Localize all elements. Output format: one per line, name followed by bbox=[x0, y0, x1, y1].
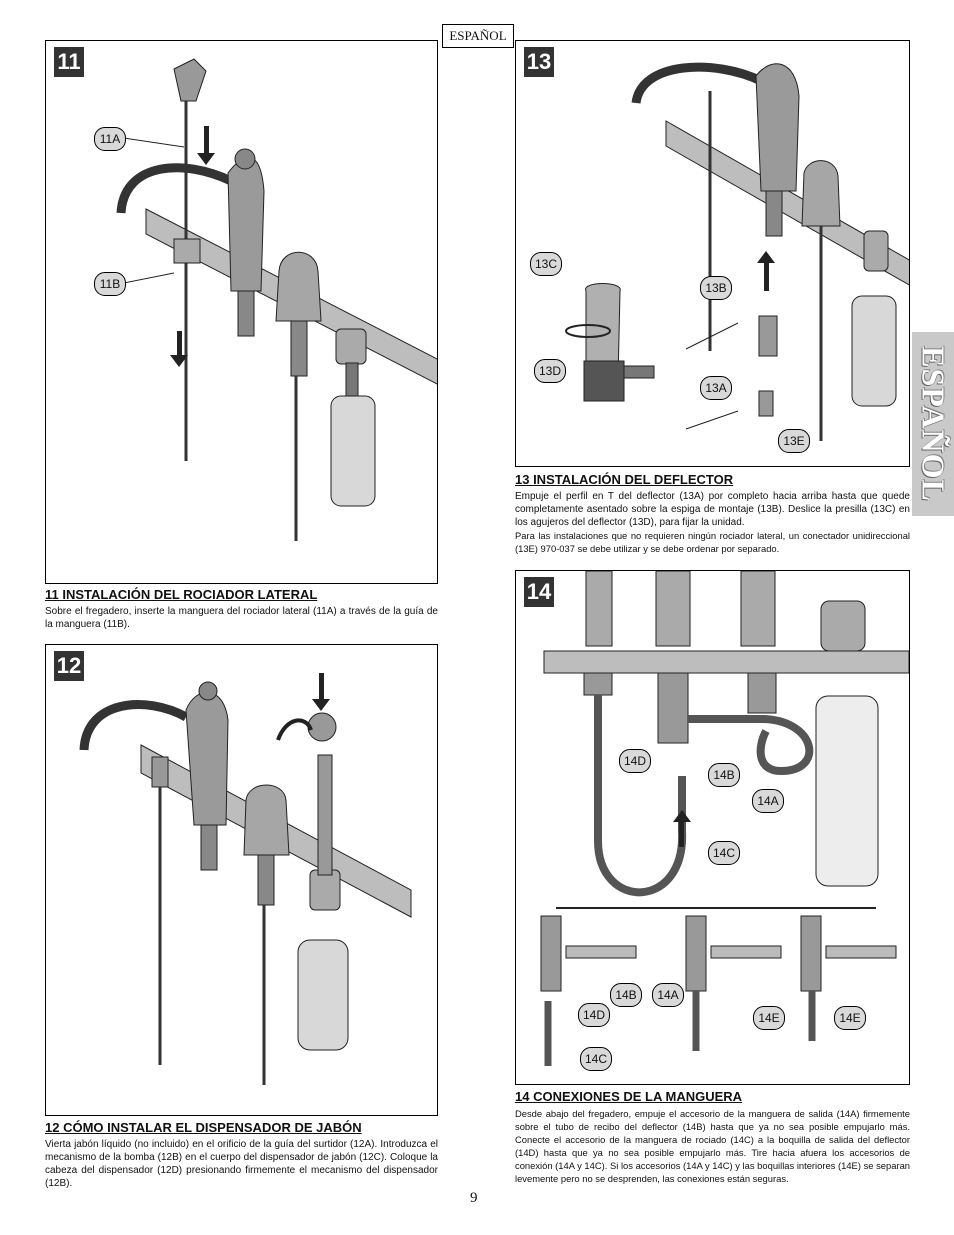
section-12-title: 12 CÓMO INSTALAR EL DISPENSADOR DE JABÓN bbox=[45, 1120, 362, 1135]
soap-dispenser-illustration bbox=[79, 673, 412, 1085]
language-box: ESPAÑOL bbox=[442, 24, 514, 48]
callout-13c: 13C bbox=[530, 252, 562, 276]
callout-14b-detail: 14B bbox=[610, 983, 642, 1007]
section-11-title: 11 INSTALACIÓN DEL ROCIADOR LATERAL bbox=[45, 587, 318, 602]
section-14-title: 14 CONEXIONES DE LA MANGUERA bbox=[515, 1089, 743, 1104]
section-12-body: Vierta jabón líquido (no incluido) en el… bbox=[45, 1139, 438, 1189]
section-12-text: 12 CÓMO INSTALAR EL DISPENSADOR DE JABÓN… bbox=[45, 1120, 438, 1190]
figure-panel-11: 11 11A 11B bbox=[45, 40, 438, 584]
section-11-text: 11 INSTALACIÓN DEL ROCIADOR LATERAL Sobr… bbox=[45, 587, 438, 631]
section-13-body: Empuje el perfil en T del deflector (13A… bbox=[515, 491, 910, 528]
callout-14c-detail: 14C bbox=[580, 1047, 612, 1071]
page-number: 9 bbox=[470, 1190, 478, 1206]
side-tab-label: ESPAÑOL bbox=[915, 346, 952, 502]
callout-14c: 14C bbox=[708, 841, 740, 865]
section-13-text: 13 INSTALACIÓN DEL DEFLECTOR Empuje el p… bbox=[515, 472, 910, 555]
diverter-illustration bbox=[565, 62, 909, 441]
side-language-tab: ESPAÑOL bbox=[912, 332, 954, 516]
callout-14a: 14A bbox=[752, 789, 784, 813]
section-14-body: Desde abajo del fregadero, empuje el acc… bbox=[515, 1108, 910, 1184]
callout-13a: 13A bbox=[700, 376, 732, 400]
section-14-text: 14 CONEXIONES DE LA MANGUERA Desde abajo… bbox=[515, 1089, 910, 1185]
callout-13e: 13E bbox=[778, 429, 810, 453]
callout-14a-detail: 14A bbox=[652, 983, 684, 1007]
step-badge-11: 11 bbox=[54, 47, 84, 77]
figure-panel-12: 12 bbox=[45, 644, 438, 1116]
callout-14e-left: 14E bbox=[753, 1006, 785, 1030]
callout-13b: 13B bbox=[700, 276, 732, 300]
section-13-body-2: Para las instalaciones que no requieren … bbox=[515, 530, 910, 554]
callout-14e-right: 14E bbox=[834, 1006, 866, 1030]
figure-panel-13: 13 13C 13B 13D 13A 13E bbox=[515, 40, 910, 467]
callout-11b: 11B bbox=[94, 272, 126, 296]
step-badge-12: 12 bbox=[54, 651, 84, 681]
faucet-sprayer-illustration bbox=[116, 58, 437, 541]
figure-panel-14: 14 14D 14B 14A 14C 14B 14A 14D 14C 14E 1… bbox=[515, 570, 910, 1085]
callout-14b: 14B bbox=[708, 763, 740, 787]
callout-13d: 13D bbox=[534, 359, 566, 383]
callout-14d: 14D bbox=[619, 749, 651, 773]
section-11-body: Sobre el fregadero, inserte la manguera … bbox=[45, 606, 438, 630]
step-badge-14: 14 bbox=[524, 577, 554, 607]
step-badge-13: 13 bbox=[524, 47, 554, 77]
section-13-title: 13 INSTALACIÓN DEL DEFLECTOR bbox=[515, 472, 734, 487]
callout-14d-detail: 14D bbox=[578, 1003, 610, 1027]
callout-11a: 11A bbox=[94, 127, 126, 151]
hose-connections-illustration bbox=[540, 571, 909, 1066]
